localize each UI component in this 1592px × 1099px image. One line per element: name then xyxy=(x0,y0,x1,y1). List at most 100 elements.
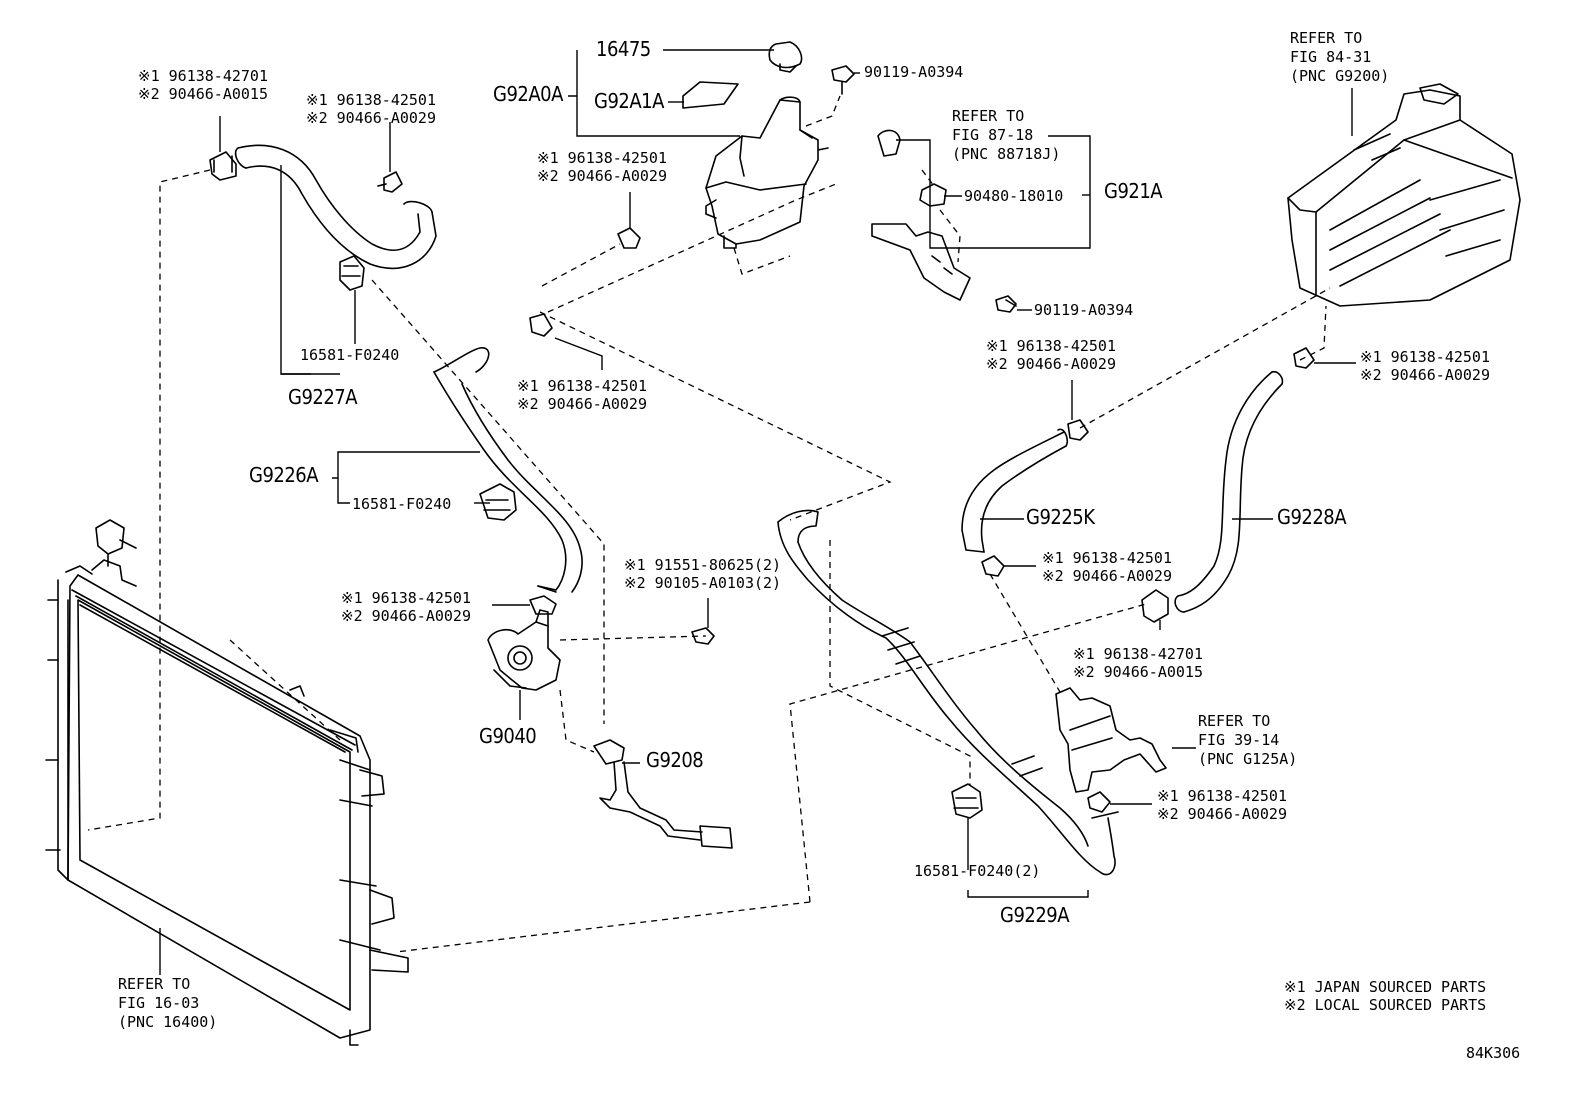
callout-c7-line2: ※2 90105-A0103(2) xyxy=(624,574,782,592)
label-g921a: G921A xyxy=(1104,179,1163,203)
bolt-90119-b-illustration xyxy=(1005,299,1017,307)
callout-c8-line2: ※2 90466-A0029 xyxy=(1042,567,1172,585)
label-g9040: G9040 xyxy=(479,724,537,748)
bracket-g921a-illustration xyxy=(871,129,1017,313)
label-g9208: G9208 xyxy=(646,748,704,772)
reference-r1-line2: FIG 84-31 xyxy=(1290,48,1372,66)
callout-c5: ※1 96138-42501 ※2 90466-A0029 xyxy=(986,337,1116,373)
label-90119-a0394-bottom: 90119-A0394 xyxy=(1034,301,1134,319)
callout-c10-line2: ※2 90466-A0015 xyxy=(1073,663,1203,681)
label-90119-a0394-top: 90119-A0394 xyxy=(864,63,964,81)
clamp-c8-illustration xyxy=(1067,419,1089,441)
callout-c4-line1: ※1 96138-42501 xyxy=(517,377,647,395)
label-16581-f0240-b: 16581-F0240 xyxy=(352,495,452,513)
label-90480-18010: 90480-18010 xyxy=(964,187,1064,205)
assembly-lines xyxy=(87,95,1331,953)
hose-g9227a-illustration xyxy=(234,144,437,269)
callout-c9-line2: ※2 90466-A0029 xyxy=(341,607,471,625)
callout-c6-line1: ※1 96138-42501 xyxy=(1360,348,1490,366)
reference-r2-line1: REFER TO xyxy=(952,107,1025,125)
diagram-code: 84K306 xyxy=(1466,1044,1521,1062)
callout-c11-line2: ※2 90466-A0029 xyxy=(1157,805,1287,823)
callout-c6-line2: ※2 90466-A0029 xyxy=(1360,366,1490,384)
reference-r4: REFER TO FIG 16-03 (PNC 16400) xyxy=(118,975,217,1032)
legend-note-2: ※2 LOCAL SOURCED PARTS xyxy=(1284,996,1487,1014)
reference-r4-line2: FIG 16-03 xyxy=(118,994,200,1012)
clamp-c11-illustration xyxy=(1087,791,1111,813)
clamp-c5-illustration xyxy=(1293,347,1315,369)
callout-c11-line1: ※1 96138-42501 xyxy=(1157,787,1287,805)
label-g9228a: G9228A xyxy=(1277,505,1347,529)
reference-r2: REFER TO FIG 87-18 (PNC 88718J) xyxy=(952,107,1060,164)
reference-r1-line3: (PNC G9200) xyxy=(1290,67,1390,85)
hose-g9225k-illustration xyxy=(961,428,1069,553)
callout-c10: ※1 96138-42701 ※2 90466-A0015 xyxy=(1073,645,1203,681)
radiator-illustration xyxy=(45,519,409,1046)
clip-16581-b-illustration xyxy=(479,483,517,521)
inverter-illustration xyxy=(1287,83,1521,307)
callout-c4-line2: ※2 90466-A0029 xyxy=(517,395,647,413)
callout-c3: ※1 96138-42501 ※2 90466-A0029 xyxy=(537,149,667,185)
callout-c10-line1: ※1 96138-42701 xyxy=(1073,645,1203,663)
harness-g9208-illustration xyxy=(593,739,733,849)
callout-c2-line2: ※2 90466-A0029 xyxy=(306,109,436,127)
hose-g9229a-illustration xyxy=(777,509,1119,876)
callout-c1-line2: ※2 90466-A0015 xyxy=(138,85,268,103)
reference-r3: REFER TO FIG 39-14 (PNC G125A) xyxy=(1198,712,1297,769)
legend: ※1 JAPAN SOURCED PARTS ※2 LOCAL SOURCED … xyxy=(1284,978,1486,1014)
hose-g9226a-illustration xyxy=(433,347,583,593)
label-16581-f0240-a: 16581-F0240 xyxy=(300,346,400,364)
callout-c3-line2: ※2 90466-A0029 xyxy=(537,167,667,185)
clamp-c10-illustration xyxy=(1141,589,1169,623)
bolt-90119-a-illustration xyxy=(831,65,855,95)
reservoir-tank-illustration xyxy=(682,41,829,249)
label-g9225k: G9225K xyxy=(1026,505,1095,529)
leader-lines xyxy=(159,49,1356,975)
callout-c8: ※1 96138-42501 ※2 90466-A0029 xyxy=(1042,549,1172,585)
callout-c5-line1: ※1 96138-42501 xyxy=(986,337,1116,355)
reference-r2-line3: (PNC 88718J) xyxy=(952,145,1061,163)
legend-note-1: ※1 JAPAN SOURCED PARTS xyxy=(1284,978,1487,996)
callout-c5-line2: ※2 90466-A0029 xyxy=(986,355,1116,373)
hose-g9228a-illustration xyxy=(1174,370,1284,613)
water-pump-g9040-illustration xyxy=(487,609,561,691)
reference-r2-line2: FIG 87-18 xyxy=(952,126,1034,144)
clip-16581-c-illustration xyxy=(951,783,983,819)
reference-r3-line3: (PNC G125A) xyxy=(1198,750,1298,768)
label-16581-f0240-c: 16581-F0240(2) xyxy=(914,862,1041,880)
callout-c2-line1: ※1 96138-42501 xyxy=(306,91,436,109)
clamp-c3-illustration xyxy=(617,227,641,249)
cooler-g125a-illustration xyxy=(1055,687,1167,793)
reference-r4-line1: REFER TO xyxy=(118,975,191,993)
callout-c9: ※1 96138-42501 ※2 90466-A0029 xyxy=(341,589,471,625)
callout-c4: ※1 96138-42501 ※2 90466-A0029 xyxy=(517,377,647,413)
label-16475: 16475 xyxy=(596,37,651,61)
callout-c2: ※1 96138-42501 ※2 90466-A0029 xyxy=(306,91,436,127)
label-g9226a: G9226A xyxy=(249,463,319,487)
callout-c1-line1: ※1 96138-42701 xyxy=(138,67,268,85)
bolt-c7-illustration xyxy=(691,627,715,645)
label-g9227a: G9227A xyxy=(288,385,358,409)
callout-c1: ※1 96138-42701 ※2 90466-A0015 xyxy=(138,67,268,103)
reference-r4-line3: (PNC 16400) xyxy=(118,1013,218,1031)
clip-16581-a-illustration xyxy=(339,255,365,291)
callout-c3-line1: ※1 96138-42501 xyxy=(537,149,667,167)
reference-r1-line1: REFER TO xyxy=(1290,29,1363,47)
callout-c7-line1: ※1 91551-80625(2) xyxy=(624,556,782,574)
callout-c11: ※1 96138-42501 ※2 90466-A0029 xyxy=(1157,787,1287,823)
clamp-c1-illustration xyxy=(209,151,237,181)
callout-c8-line1: ※1 96138-42501 xyxy=(1042,549,1172,567)
reference-r3-line1: REFER TO xyxy=(1198,712,1271,730)
label-g92a0a: G92A0A xyxy=(493,82,563,106)
callout-c9-line1: ※1 96138-42501 xyxy=(341,589,471,607)
reference-r1: REFER TO FIG 84-31 (PNC G9200) xyxy=(1290,29,1389,86)
clamp-c4-illustration xyxy=(529,313,553,337)
clamp-c6-illustration xyxy=(529,595,557,615)
callout-c6: ※1 96138-42501 ※2 90466-A0029 xyxy=(1360,348,1490,384)
clamp-c2-illustration xyxy=(377,171,403,193)
label-g92a1a: G92A1A xyxy=(594,89,664,113)
reference-r3-line2: FIG 39-14 xyxy=(1198,731,1280,749)
callout-c7: ※1 91551-80625(2) ※2 90105-A0103(2) xyxy=(624,556,781,592)
label-g9229a: G9229A xyxy=(1000,903,1070,927)
